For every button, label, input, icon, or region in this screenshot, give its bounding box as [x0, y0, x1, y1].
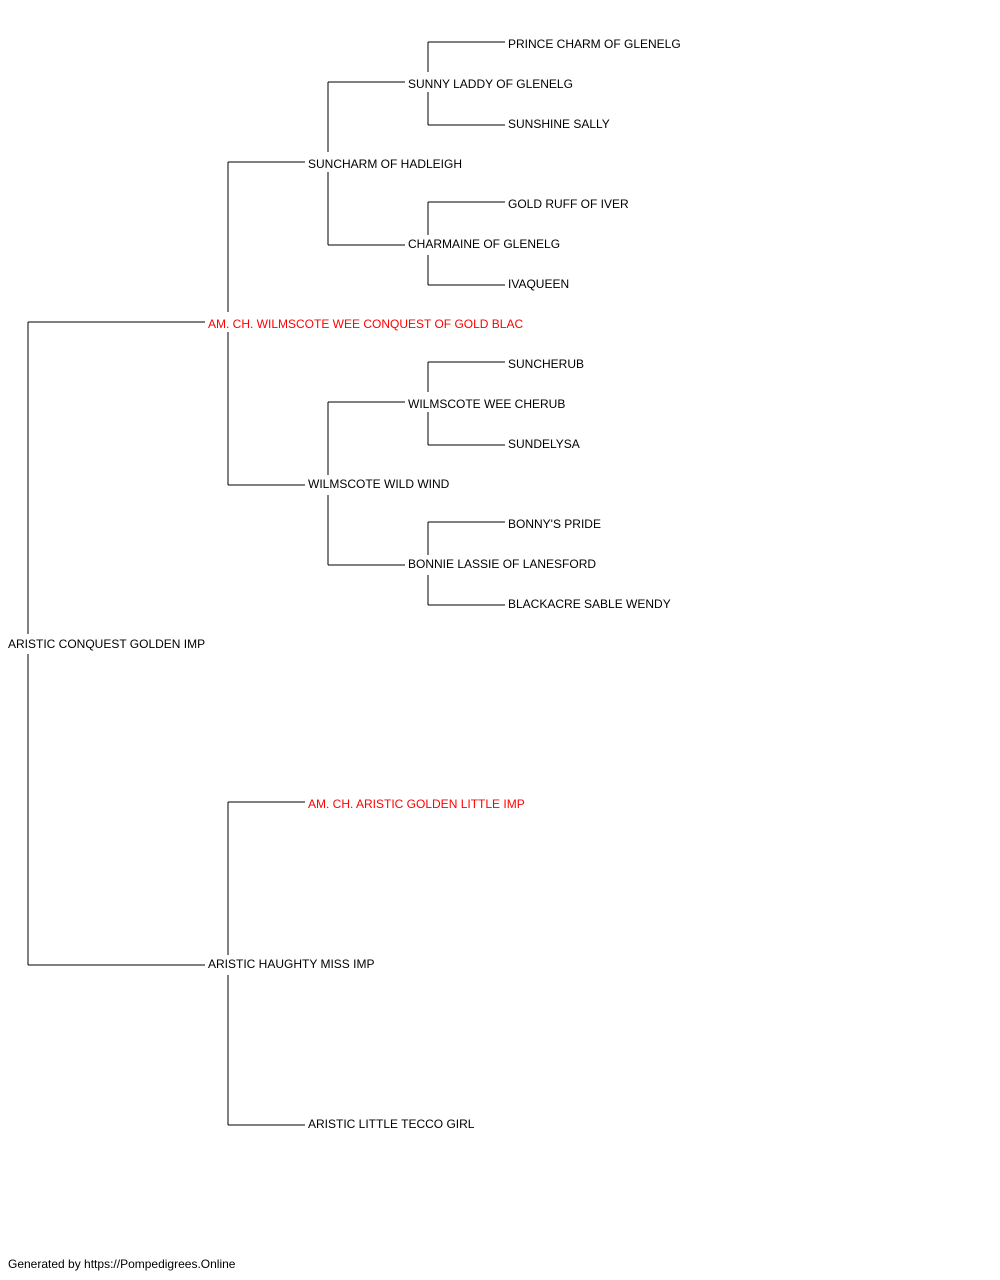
sss-name: SUNNY LADDY OF GLENELG — [408, 77, 573, 91]
sdsd-name: SUNDELYSA — [508, 437, 580, 451]
sdd-name: BONNIE LASSIE OF LANESFORD — [408, 557, 597, 571]
ssss-name: PRINCE CHARM OF GLENELG — [508, 37, 681, 51]
sire-name: AM. CH. WILMSCOTE WEE CONQUEST OF GOLD B… — [208, 317, 524, 331]
sddd-name: BLACKACRE SABLE WENDY — [508, 597, 671, 611]
sssd-name: SUNSHINE SALLY — [508, 117, 610, 131]
dam-name: ARISTIC HAUGHTY MISS IMP — [208, 957, 375, 971]
dam-dam-name: ARISTIC LITTLE TECCO GIRL — [308, 1117, 475, 1131]
ssdd-name: IVAQUEEN — [508, 277, 570, 291]
subject-name: ARISTIC CONQUEST GOLDEN IMP — [8, 637, 206, 651]
footer-credit: Generated by https://Pompedigrees.Online — [8, 1257, 236, 1271]
sire-dam-name: WILMSCOTE WILD WIND — [308, 477, 450, 491]
ssd-name: CHARMAINE OF GLENELG — [408, 237, 561, 251]
sdss-name: SUNCHERUB — [508, 357, 585, 371]
sdds-name: BONNY'S PRIDE — [508, 517, 601, 531]
sire-sire-name: SUNCHARM OF HADLEIGH — [308, 157, 463, 171]
sds-name: WILMSCOTE WEE CHERUB — [408, 397, 566, 411]
dam-sire-name: AM. CH. ARISTIC GOLDEN LITTLE IMP — [308, 797, 525, 811]
ssds-name: GOLD RUFF OF IVER — [508, 197, 629, 211]
